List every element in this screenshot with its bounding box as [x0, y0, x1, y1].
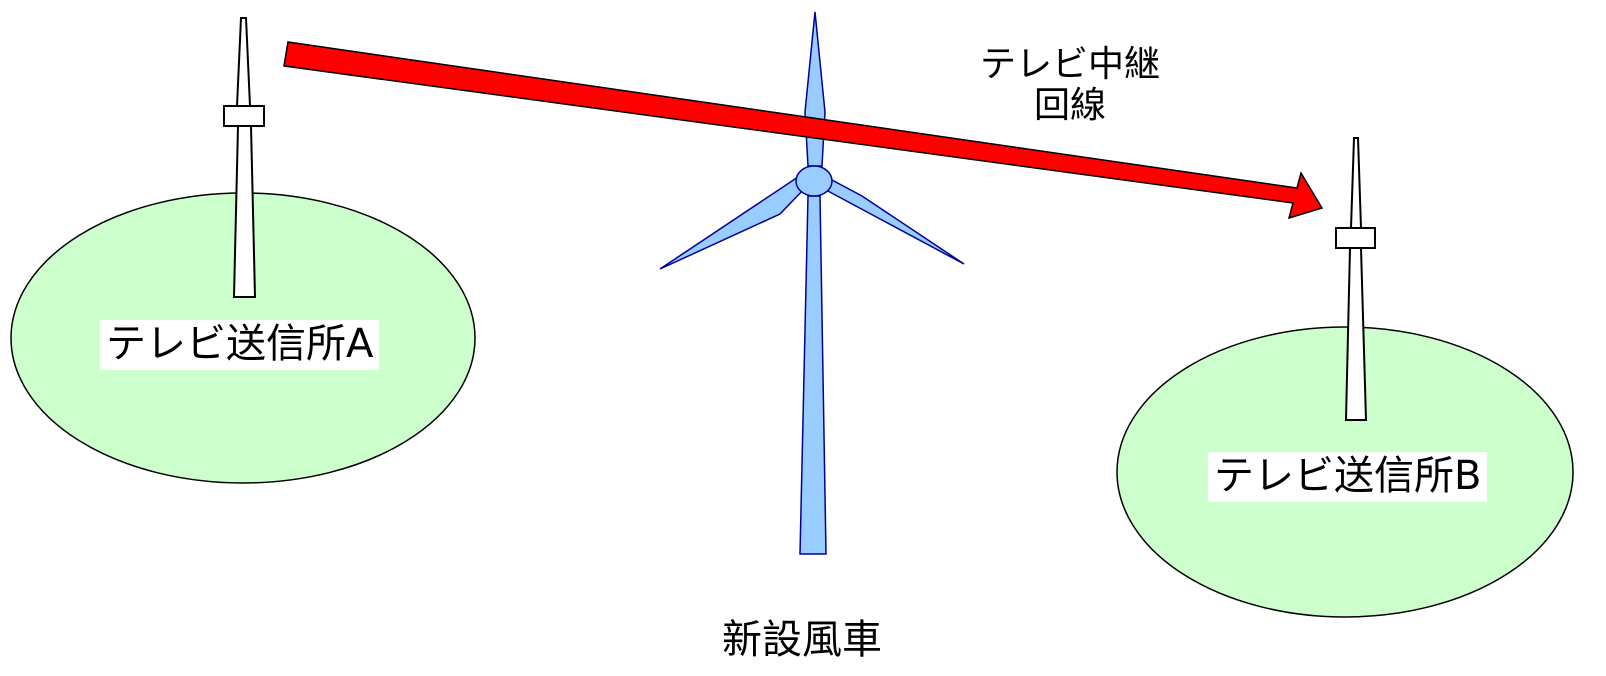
relay-link-arrow: [283, 41, 1324, 220]
wind-turbine: [659, 11, 965, 555]
turbine-hub: [795, 165, 833, 197]
relay-link-label: テレビ中継 回線: [960, 44, 1180, 127]
turbine-blade-left: [659, 175, 807, 270]
transmitter-tower-b: [1335, 137, 1376, 421]
windmill-label: 新設風車: [722, 617, 882, 663]
station-b-label: テレビ送信所B: [1208, 452, 1488, 502]
relay-link-label-line1: テレビ中継: [979, 44, 1160, 85]
station-a-label: テレビ送信所A: [100, 320, 380, 370]
turbine-blade-right: [824, 179, 965, 265]
turbine-tower: [799, 195, 827, 555]
turbine-blade-top: [804, 11, 826, 167]
transmitter-tower-a: [223, 17, 265, 298]
relay-link-label-line2: 回線: [1033, 85, 1106, 127]
